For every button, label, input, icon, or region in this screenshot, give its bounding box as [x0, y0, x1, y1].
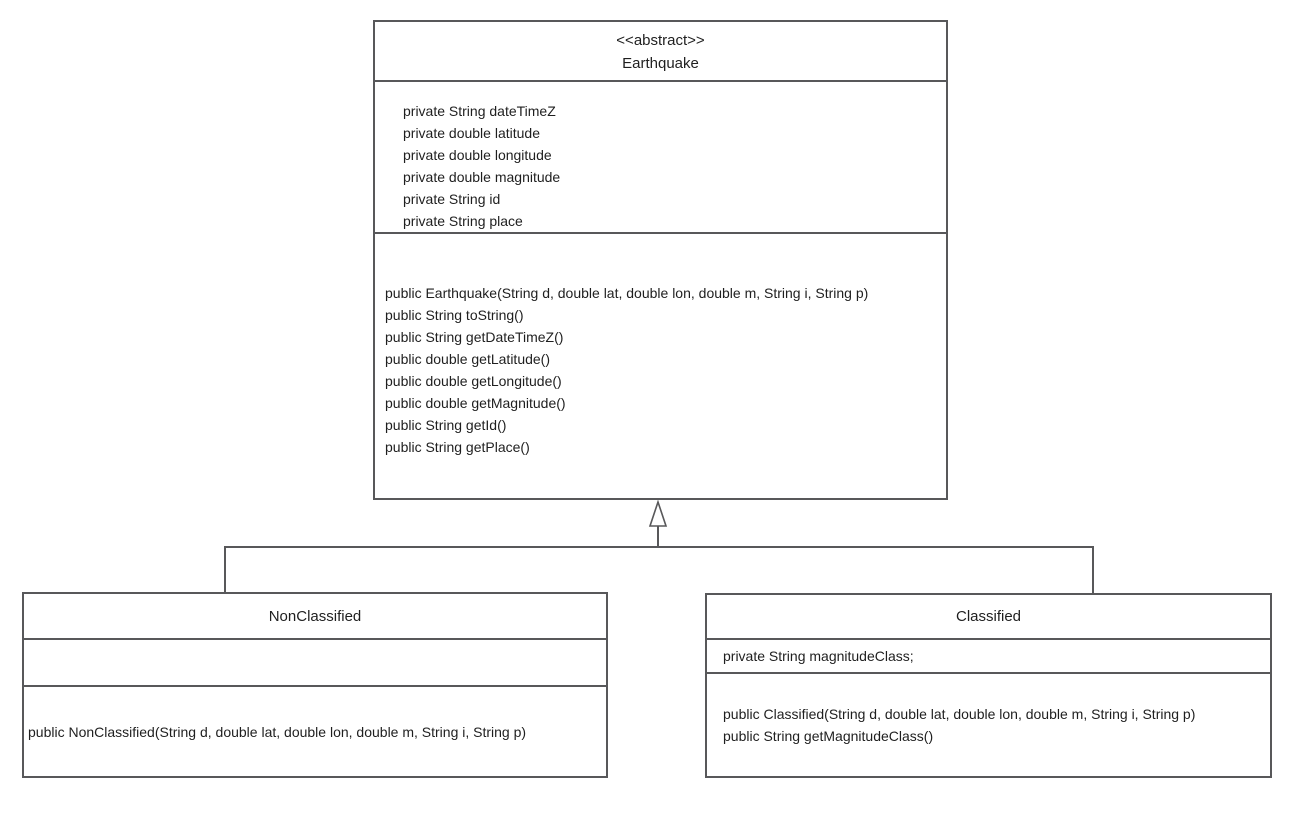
class-stereotype: <<abstract>> — [616, 32, 705, 49]
attribute-line: private String id — [403, 191, 501, 207]
method-line: public Classified(String d, double lat, … — [723, 706, 1196, 722]
method-line: public double getLongitude() — [385, 373, 562, 389]
attribute-line: private double magnitude — [403, 169, 561, 185]
method-line: public String toString() — [385, 307, 524, 323]
class-box-classified: Classified private String magnitudeClass… — [705, 593, 1272, 778]
class-header-classified: Classified — [707, 595, 1270, 638]
method-line: public Earthquake(String d, double lat, … — [385, 285, 869, 301]
class-box-nonclassified: NonClassified public NonClassified(Strin… — [22, 592, 608, 778]
attribute-line: private double longitude — [403, 147, 552, 163]
class-name-earthquake: Earthquake — [622, 55, 699, 72]
class-header-nonclassified: NonClassified — [24, 594, 606, 638]
attributes-compartment-earthquake: private String dateTimeZ private double … — [375, 80, 946, 232]
methods-compartment-nonclassified: public NonClassified(String d, double la… — [24, 685, 606, 776]
attribute-line: private String place — [403, 213, 523, 229]
method-line: public String getId() — [385, 417, 507, 433]
method-line: public String getPlace() — [385, 439, 530, 455]
inheritance-arrow-icon — [648, 499, 668, 527]
attributes-compartment-classified: private String magnitudeClass; — [707, 638, 1270, 672]
method-line: public double getLatitude() — [385, 351, 551, 367]
class-name-nonclassified: NonClassified — [268, 607, 362, 625]
method-line: public NonClassified(String d, double la… — [28, 723, 527, 740]
attributes-compartment-nonclassified — [24, 638, 606, 685]
class-name-classified: Classified — [955, 608, 1022, 625]
attribute-line: private String dateTimeZ — [403, 103, 556, 119]
methods-compartment-earthquake: public Earthquake(String d, double lat, … — [375, 232, 946, 498]
method-line: public String getMagnitudeClass() — [723, 728, 934, 744]
attribute-line: private double latitude — [403, 125, 540, 141]
methods-compartment-classified: public Classified(String d, double lat, … — [707, 672, 1270, 776]
class-header-earthquake: <<abstract>> Earthquake — [375, 22, 946, 80]
method-line: public double getMagnitude() — [385, 395, 566, 411]
class-box-earthquake: <<abstract>> Earthquake private String d… — [373, 20, 948, 500]
attribute-line: private String magnitudeClass; — [723, 648, 914, 664]
method-line: public String getDateTimeZ() — [385, 329, 564, 345]
